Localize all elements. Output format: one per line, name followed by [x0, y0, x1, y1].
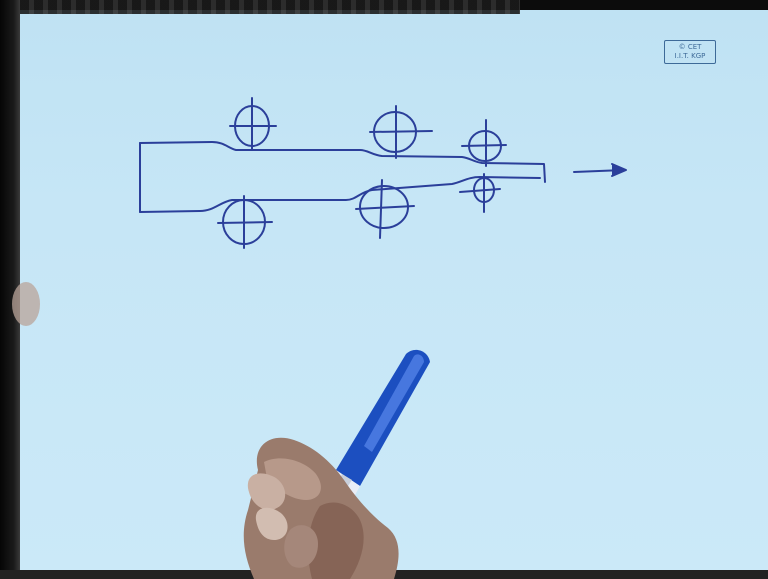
- roll-stand-2-top: [369, 105, 433, 159]
- direction-arrow-icon: [573, 163, 627, 177]
- watermark-line-1: © CET: [678, 43, 702, 51]
- board-left-edge: [0, 0, 20, 579]
- watermark-line-2: I.I.T. KGP: [674, 52, 706, 60]
- roll-stand-1-bottom: [217, 195, 273, 249]
- board-top-edge: [20, 0, 520, 14]
- whiteboard: [16, 10, 768, 575]
- roll-stand-3-bottom: [459, 173, 501, 213]
- copyright-watermark: © CET I.I.T. KGP: [664, 40, 716, 64]
- finger-left-edge: [12, 282, 40, 326]
- presenter-hand: [243, 437, 399, 579]
- roll-stand-1-top: [229, 97, 277, 151]
- roll-stand-3-top: [461, 119, 507, 167]
- roll-stand-2-bottom: [355, 179, 415, 239]
- workpiece-outline: [139, 141, 546, 213]
